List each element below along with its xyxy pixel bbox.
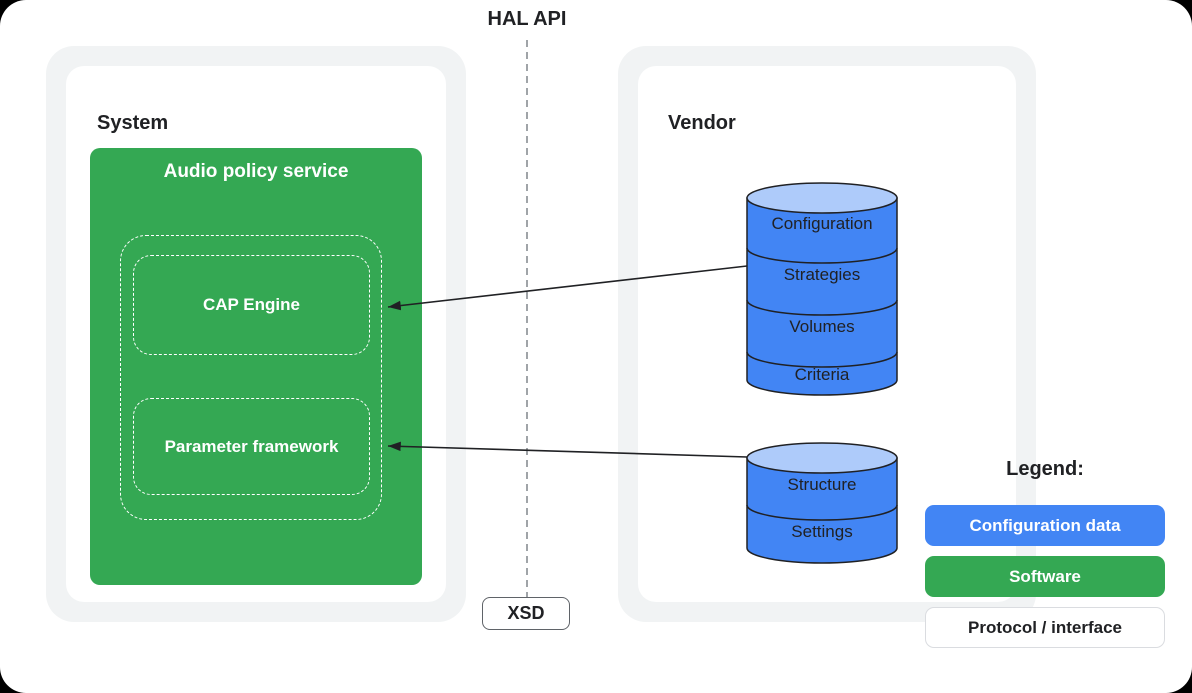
hal-api-label: HAL API [487,8,567,30]
parameter-framework-label: Parameter framework [164,436,339,456]
legend-protocol-interface: Protocol / interface [925,607,1165,648]
system-inner-panel: System Audio policy service CAP Engine P… [66,66,446,602]
vendor-title: Vendor [668,112,736,134]
legend-software-label: Software [1009,566,1081,586]
cap-engine-label: CAP Engine [203,295,300,314]
legend-title: Legend: [1006,458,1084,480]
cap-engine-box: CAP Engine [133,255,370,355]
audio-policy-service-box: Audio policy service CAP Engine Paramete… [90,148,422,585]
legend-software: Software [925,556,1165,597]
system-container: System Audio policy service CAP Engine P… [46,46,466,622]
legend-configuration-data-label: Configuration data [969,515,1121,535]
xsd-badge: XSD [482,597,570,630]
audio-policy-service-title: Audio policy service [163,161,349,182]
legend-configuration-data: Configuration data [925,505,1165,546]
system-title: System [97,112,169,134]
parameter-framework-box: Parameter framework [133,398,370,495]
xsd-label: XSD [507,603,545,623]
engine-group-outline [120,235,382,520]
legend-protocol-interface-label: Protocol / interface [968,617,1122,637]
